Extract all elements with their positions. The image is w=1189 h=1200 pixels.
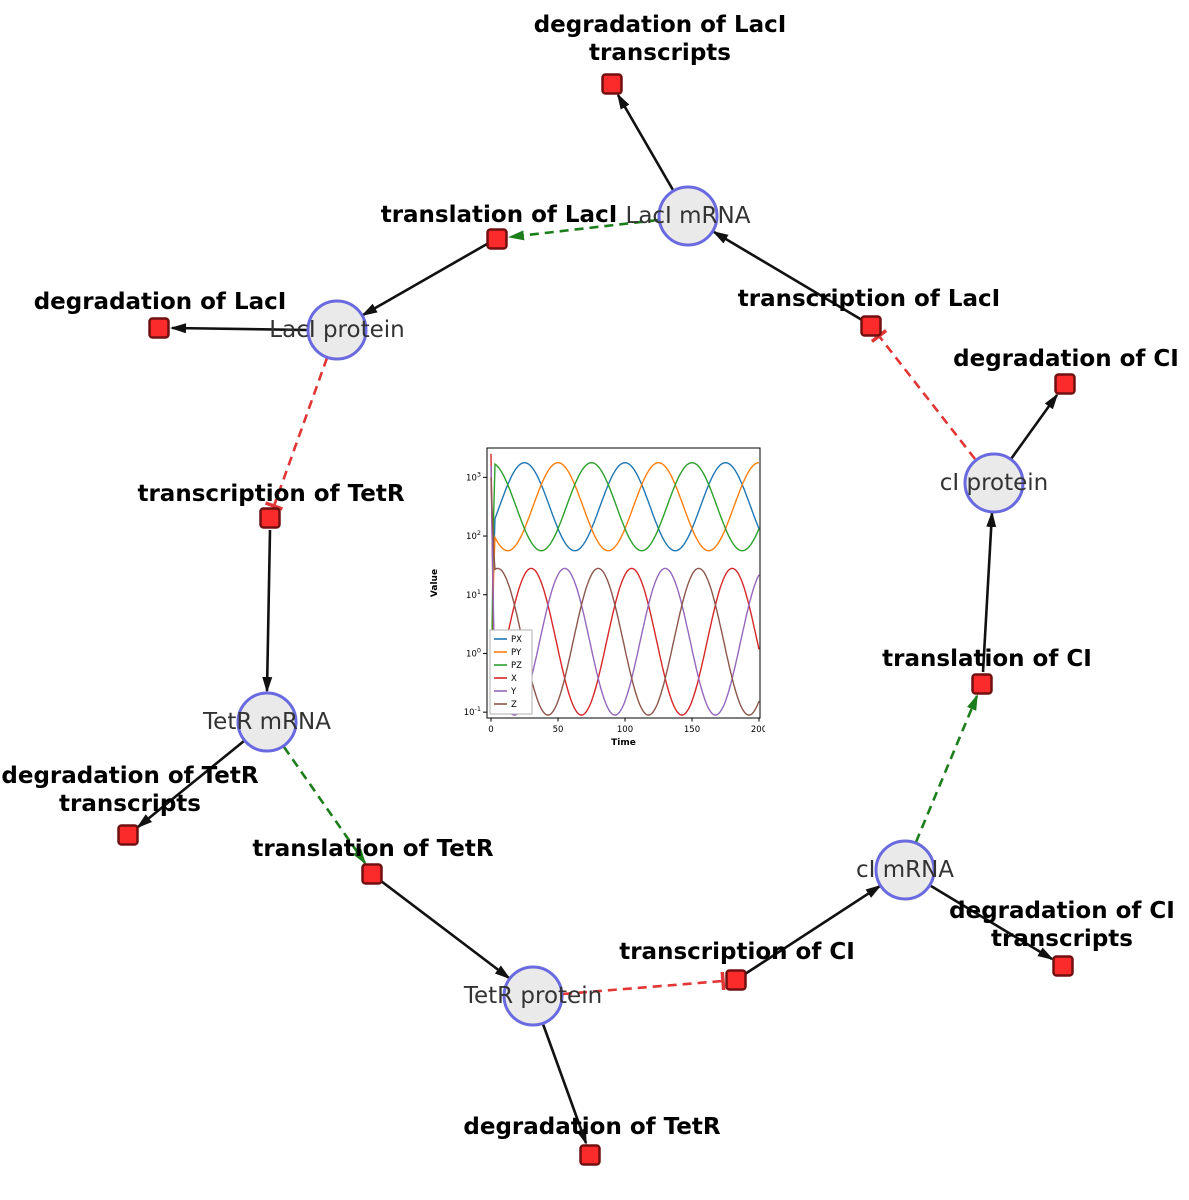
series-lines	[490, 453, 760, 716]
edge-translation-ci-to-ciprotein	[981, 511, 997, 673]
edge-tetrprotein-to-deg-tetr	[541, 1023, 588, 1145]
reaction-node-deg-tetr[interactable]	[579, 1144, 601, 1166]
reaction-label-translation-laci: translation of LacI	[381, 202, 618, 228]
edge-translation-laci-to-laciprotein	[361, 242, 488, 317]
edge-transcription-tetr-to-tetrmrna	[262, 529, 273, 693]
species-node-laci-protein[interactable]	[306, 299, 368, 361]
reaction-label-translation-tetr: translation of TetR	[252, 836, 493, 862]
series-line-X	[490, 453, 760, 716]
x-tick-label: 50	[553, 725, 564, 735]
legend-label-Z: Z	[511, 700, 517, 710]
reaction-label-deg-tetr-transcripts-2: transcripts	[59, 791, 201, 817]
series-line-Y	[490, 465, 760, 716]
edge-lacimrna-to-translation-laci	[508, 218, 659, 241]
edge-tetrprotein-inhibits-transcription-ci	[562, 971, 726, 996]
y-tick-label: 103	[466, 470, 481, 483]
species-node-ci-mrna[interactable]	[874, 839, 936, 901]
species-node-laci-mrna[interactable]	[657, 185, 719, 247]
edge-cimrna-to-translation-ci	[914, 694, 979, 843]
reaction-label-deg-laci-transcripts-1: degradation of LacI	[534, 12, 787, 38]
reaction-node-deg-ci[interactable]	[1054, 373, 1076, 395]
series-line-Z	[490, 477, 760, 716]
x-tick-label: 100	[617, 725, 633, 735]
edge-ciprotein-inhibits-transcription-laci	[870, 329, 977, 460]
species-node-tetr-protein[interactable]	[502, 965, 564, 1027]
reaction-labels: degradation of LacI transcripts translat…	[1, 12, 1178, 1140]
edge-tetrmrna-to-deg-transcripts	[136, 739, 245, 829]
reaction-node-transcription-ci[interactable]	[725, 969, 747, 991]
species-label-tetr-mrna: TetR mRNA	[202, 709, 331, 735]
y-axis-label: Value	[430, 569, 440, 597]
reaction-node-transcription-laci[interactable]	[860, 315, 882, 337]
x-tick-label: 0	[488, 725, 493, 735]
edge-translation-tetr-to-tetrprotein	[380, 879, 511, 980]
reaction-label-deg-laci-transcripts-2: transcripts	[589, 40, 731, 66]
edge-ciprotein-to-deg-ci	[1009, 393, 1059, 460]
edge-lacimrna-to-deg-transcripts	[616, 93, 675, 191]
legend-label-PZ: PZ	[511, 661, 522, 671]
x-tick-label: 150	[684, 725, 700, 735]
species-node-tetr-mrna[interactable]	[236, 691, 298, 753]
edge-transcription-laci-to-lacimrna	[712, 230, 863, 322]
reaction-node-deg-laci-transcripts[interactable]	[601, 73, 623, 95]
reaction-label-deg-tetr-transcripts-1: degradation of TetR	[1, 763, 258, 789]
x-tick-label: 200	[751, 725, 765, 735]
edge-tetrmrna-to-translation-tetr	[282, 746, 367, 865]
y-tick-label: 101	[466, 588, 481, 601]
edge-cimrna-to-deg-transcripts	[930, 884, 1054, 961]
reaction-node-deg-tetr-transcripts[interactable]	[117, 824, 139, 846]
reaction-node-translation-laci[interactable]	[486, 228, 508, 250]
edge-laciprotein-to-deg-laci	[170, 323, 308, 334]
y-tick-label: 100	[466, 646, 481, 659]
reaction-label-deg-laci: degradation of LacI	[34, 289, 287, 315]
species-node-ci-protein[interactable]	[963, 452, 1025, 514]
reaction-label-translation-ci: translation of CI	[882, 646, 1092, 672]
series-line-PZ	[490, 461, 760, 713]
edge-transcription-ci-to-cimrna	[744, 884, 882, 976]
legend-frame	[489, 629, 533, 715]
reaction-label-transcription-laci: transcription of LacI	[738, 286, 1001, 312]
y-tick-label: 102	[466, 529, 481, 542]
reaction-label-deg-ci-transcripts-2: transcripts	[991, 926, 1133, 952]
reaction-label-transcription-ci: transcription of CI	[619, 939, 855, 965]
reaction-node-deg-ci-transcripts[interactable]	[1052, 955, 1074, 977]
reaction-label-deg-ci-transcripts-1: degradation of CI	[949, 898, 1175, 924]
x-axis-label: Time	[611, 738, 636, 748]
reaction-node-transcription-tetr[interactable]	[259, 507, 281, 529]
species-label-ci-protein: cI protein	[940, 470, 1049, 496]
chart-legend: PX PY PZ XYZ	[489, 629, 533, 715]
species-label-laci-protein: LacI protein	[269, 317, 404, 343]
y-tick-label: 10-1	[464, 705, 481, 718]
series-line-PX	[490, 461, 760, 713]
species-label-ci-mrna: cI mRNA	[856, 857, 954, 883]
reaction-node-deg-laci[interactable]	[148, 317, 170, 339]
reaction-label-deg-ci: degradation of CI	[953, 346, 1179, 372]
species-label-laci-mrna: LacI mRNA	[626, 203, 751, 229]
edges	[136, 93, 1059, 1145]
reaction-node-translation-ci[interactable]	[971, 673, 993, 695]
species-nodes	[236, 185, 1025, 1027]
reaction-nodes	[117, 73, 1076, 1166]
reaction-label-transcription-tetr: transcription of TetR	[137, 481, 404, 507]
reaction-node-translation-tetr[interactable]	[361, 863, 383, 885]
reaction-label-deg-tetr: degradation of TetR	[463, 1114, 720, 1140]
legend-label-PY: PY	[511, 648, 522, 658]
edge-laciprotein-inhibits-transcription-tetr	[264, 357, 329, 511]
legend-label-PX: PX	[511, 635, 522, 645]
legend-label-X: X	[511, 674, 517, 684]
species-label-tetr-protein: TetR protein	[463, 983, 602, 1009]
legend-label-Y: Y	[510, 687, 517, 697]
species-labels: LacI mRNA LacI protein cI protein TetR m…	[202, 203, 1048, 1009]
